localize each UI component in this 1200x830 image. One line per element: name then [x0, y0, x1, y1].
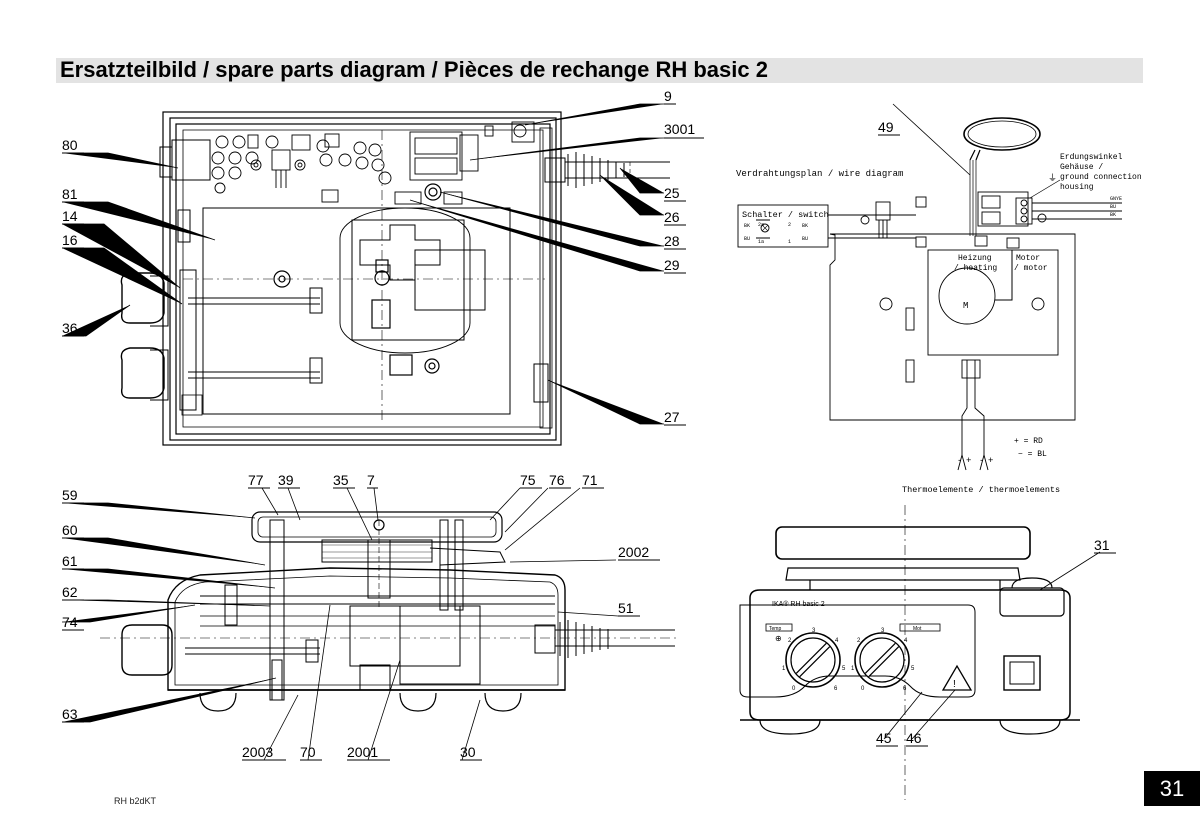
- lead-bk: BK: [1110, 212, 1116, 218]
- callout-16: 16: [62, 232, 78, 248]
- motor-label: Motor: [1016, 254, 1040, 263]
- dial-number: 1: [851, 666, 855, 672]
- ground-label: Erdungswinkel: [1060, 153, 1123, 162]
- callout-49: 49: [878, 119, 894, 135]
- switch-terminal: 2: [788, 222, 791, 228]
- callout-2002: 2002: [618, 544, 649, 560]
- switch-label: Schalter / switch: [742, 210, 829, 220]
- dial-number: 4: [835, 638, 839, 644]
- callout-60: 60: [62, 522, 78, 538]
- dial-number: 3: [812, 628, 816, 634]
- callout-35: 35: [333, 472, 349, 488]
- dial-number: 3: [881, 628, 885, 634]
- switch-wire-color: BK: [744, 223, 750, 229]
- dial-number: 6: [834, 686, 838, 692]
- switch-terminal: 1: [788, 239, 791, 245]
- temp-label: Temp: [769, 626, 781, 632]
- callout-61: 61: [62, 553, 78, 569]
- heating-label: / heating: [954, 264, 997, 273]
- speed-label: Mot: [913, 626, 922, 632]
- polarity-mark: -: [957, 456, 962, 466]
- callout-59: 59: [62, 487, 78, 503]
- document-code: RH b2dKT: [114, 796, 157, 806]
- front-view: [739, 505, 1080, 800]
- callout-45: 45: [876, 730, 892, 746]
- callout-29: 29: [664, 257, 680, 273]
- callout-underlines: [62, 103, 1116, 761]
- callout-2001: 2001: [347, 744, 378, 760]
- callout-71: 71: [582, 472, 598, 488]
- top-view: [120, 111, 670, 446]
- motor-symbol: M: [963, 301, 968, 311]
- callout-74: 74: [62, 614, 78, 630]
- switch-wire-color: BU: [802, 236, 808, 242]
- callout-70: 70: [300, 744, 316, 760]
- callout-80: 80: [62, 137, 78, 153]
- callout-28: 28: [664, 233, 680, 249]
- page-number: 31: [1144, 771, 1200, 806]
- dial-number: 6: [903, 686, 907, 692]
- wire-diagram-title: Verdrahtungsplan / wire diagram: [736, 169, 903, 179]
- callout-39: 39: [278, 472, 294, 488]
- switch-terminal: 1a: [758, 239, 764, 245]
- polarity-mark: -: [979, 456, 984, 466]
- callout-26: 26: [664, 209, 680, 225]
- dial-number: 2: [788, 638, 792, 644]
- legend-plus: + = RD: [1014, 437, 1043, 446]
- switch-wire-color: BU: [744, 236, 750, 242]
- dial-number: 2: [857, 638, 861, 644]
- dial-number: 0: [861, 686, 865, 692]
- page-title: Ersatzteilbild / spare parts diagram / P…: [60, 57, 768, 82]
- section-view: [100, 511, 680, 712]
- brand-label: IKA® RH basic 2: [772, 600, 825, 608]
- callout-3001: 3001: [664, 121, 695, 137]
- warning-icon: !: [953, 679, 956, 690]
- dial-number: 5: [842, 666, 846, 672]
- switch-wire-color: BK: [802, 223, 808, 229]
- ground-label: housing: [1060, 183, 1094, 192]
- legend-minus: − = BL: [1018, 450, 1047, 459]
- dial-number: 4: [904, 638, 908, 644]
- dials[interactable]: [785, 632, 910, 688]
- wiring-diagram: [737, 103, 1122, 471]
- section-leaders: [62, 487, 619, 761]
- callout-62: 62: [62, 584, 78, 600]
- heating-label: Heizung: [958, 254, 992, 263]
- callout-30: 30: [460, 744, 476, 760]
- callout-27: 27: [664, 409, 680, 425]
- lead-bu: BU: [1110, 204, 1116, 210]
- callout-81: 81: [62, 186, 78, 202]
- dial-number: 5: [911, 666, 915, 672]
- callout-36: 36: [62, 320, 78, 336]
- ground-label: ground connection: [1060, 173, 1142, 182]
- top-view-leaders: [62, 103, 664, 425]
- temp-symbol: ⊕: [775, 634, 782, 643]
- title-bar: [56, 58, 1143, 83]
- polarity-mark: +: [966, 456, 971, 466]
- lead-gnye: GNYE: [1110, 196, 1122, 202]
- motor-label: / motor: [1014, 264, 1048, 273]
- thermo-label: Thermoelemente / thermoelements: [902, 485, 1060, 495]
- ground-label: Gehäuse /: [1060, 163, 1103, 172]
- callout-2003: 2003: [242, 744, 273, 760]
- ground-symbol: ⏚: [1048, 173, 1057, 184]
- callout-76: 76: [549, 472, 565, 488]
- polarity-mark: +: [988, 456, 993, 466]
- callout-51: 51: [618, 600, 634, 616]
- dial-number: 0: [792, 686, 796, 692]
- dial-number: 1: [782, 666, 786, 672]
- callout-75: 75: [520, 472, 536, 488]
- front-leaders: [883, 551, 1101, 740]
- callout-9: 9: [664, 88, 672, 104]
- callout-25: 25: [664, 185, 680, 201]
- callout-7: 7: [367, 472, 375, 488]
- callout-31: 31: [1094, 537, 1110, 553]
- callout-46: 46: [906, 730, 922, 746]
- callout-14: 14: [62, 208, 78, 224]
- callout-77: 77: [248, 472, 264, 488]
- switch-terminal: 2a: [758, 222, 764, 228]
- callout-63: 63: [62, 706, 78, 722]
